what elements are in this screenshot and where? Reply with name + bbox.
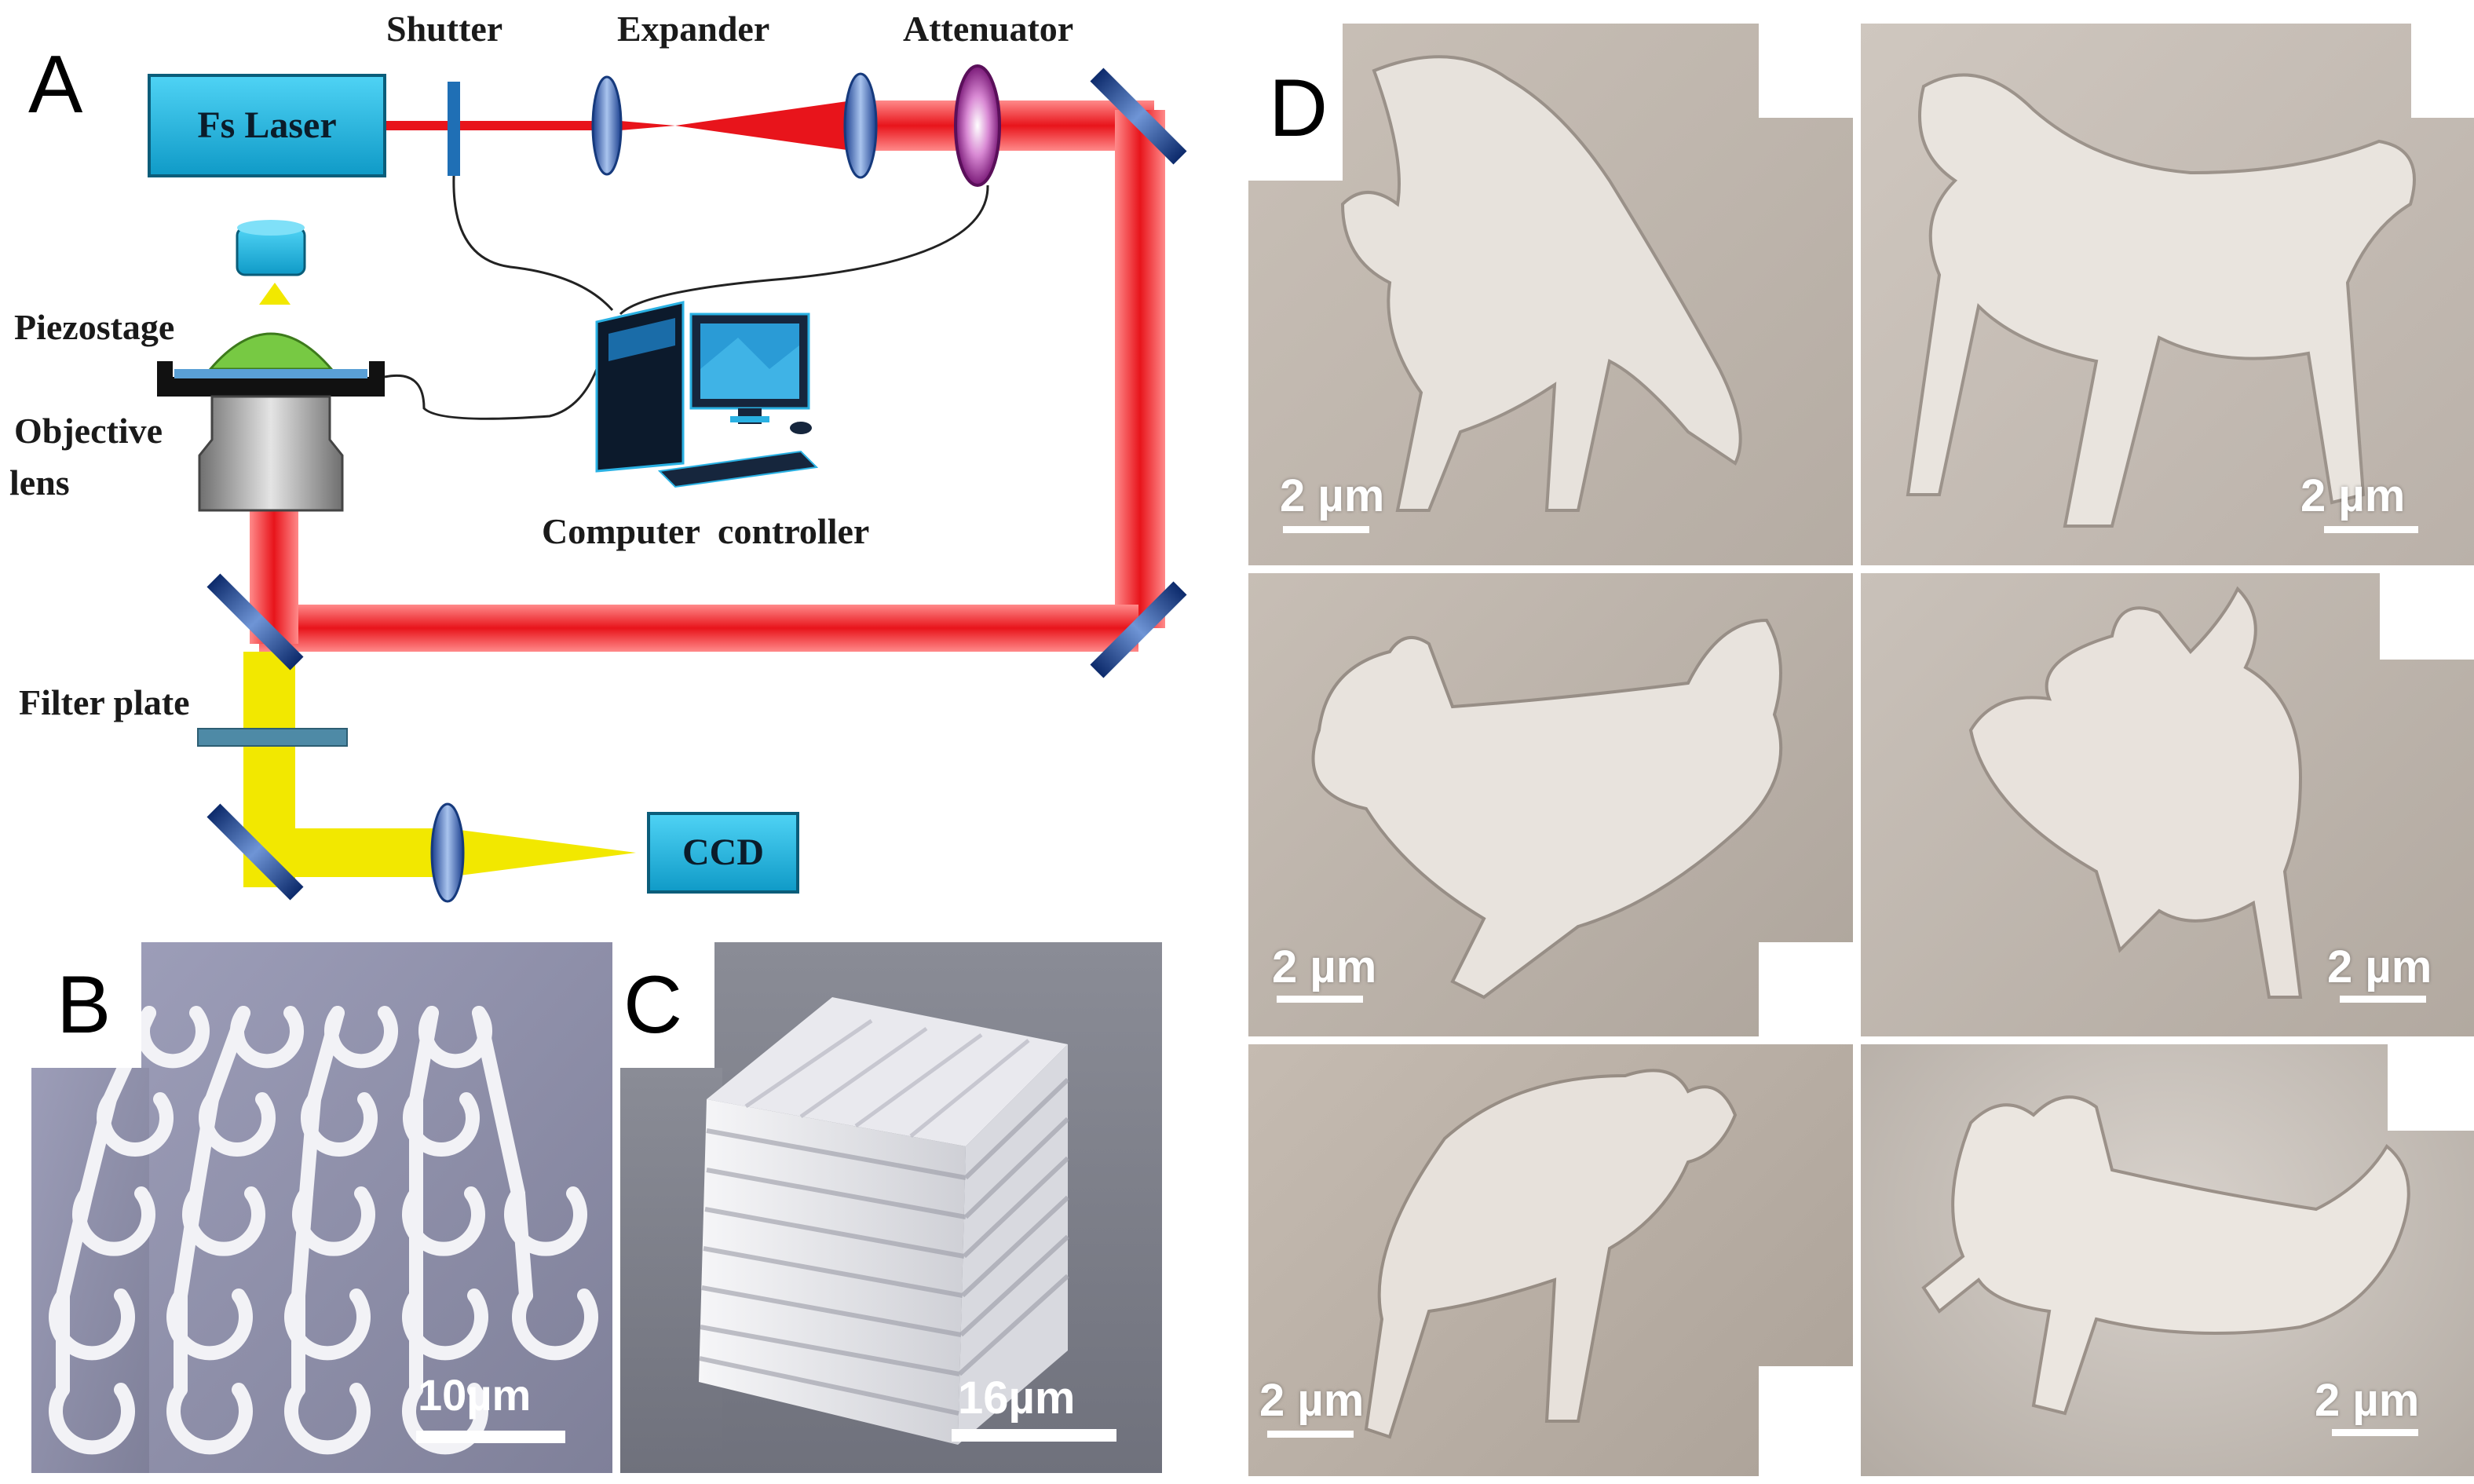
bull-figure-5 — [1364, 1069, 1738, 1439]
panel-letter-a: A — [28, 39, 83, 130]
panel-b: 10µm B — [31, 942, 612, 1473]
panel-letter-c: C — [623, 959, 683, 1051]
corner-mask-4 — [2380, 573, 2474, 660]
scale-label-d6: 2 µm — [2315, 1375, 2420, 1426]
collimating-lens — [843, 72, 878, 179]
mirror-top-right — [1090, 68, 1187, 165]
cable-attenuator — [619, 185, 989, 316]
imaging-beam-focus — [448, 828, 636, 877]
sem-bull-5: 2 µm — [1248, 1044, 1853, 1476]
scale-label-d1: 2 µm — [1280, 470, 1385, 521]
scale-label-c: 16µm — [958, 1373, 1076, 1424]
fs-laser-box — [148, 74, 386, 177]
sem-bull-4: 2 µm — [1861, 573, 2474, 1036]
panel-d: 2 µm 2 µm 2 µm 2 µm 2 µm — [1241, 24, 2474, 1476]
shutter-label: Shutter — [386, 9, 503, 49]
fs-laser-label: Fs Laser — [197, 104, 337, 146]
laser-beam-2 — [864, 101, 1154, 151]
corner-mask-3 — [1759, 942, 1853, 1036]
cube-top — [707, 997, 1068, 1146]
stage-plate — [174, 369, 367, 378]
sem-bull-6: 2 µm — [1861, 1044, 2474, 1476]
objective-lens — [198, 395, 344, 512]
scale-bar-d4 — [2340, 996, 2426, 1003]
scale-bar-d2 — [2324, 526, 2418, 533]
laser-beam-4 — [259, 605, 1138, 652]
expander-lens — [591, 75, 623, 176]
panel-letter-b: B — [57, 959, 111, 1051]
bull-figure-2 — [1906, 73, 2416, 528]
scale-bar-c — [952, 1429, 1116, 1442]
filter-plate-label: Filter plate — [19, 682, 190, 722]
computer-controller-label: Computer controller — [542, 511, 870, 551]
attenuator — [954, 64, 1001, 187]
scale-bar-d3 — [1277, 996, 1363, 1003]
ccd-label: CCD — [682, 832, 764, 873]
woodpile-cube-sem: 16µm — [620, 942, 1162, 1473]
panel-letter-d: D — [1269, 63, 1328, 154]
cable-stage — [384, 368, 598, 420]
laser-beam-3 — [1115, 110, 1165, 628]
corner-mask-1 — [1759, 24, 1853, 118]
ccd-box — [647, 812, 799, 894]
mirror-bottom-right — [1090, 581, 1187, 678]
woodpile-lattice-sem: 10µm — [31, 942, 612, 1473]
sem-bull-3: 2 µm — [1248, 573, 1853, 1036]
mirror-bottom-left — [206, 803, 304, 901]
attenuator-label: Attenuator — [903, 9, 1074, 49]
sem-bull-2: 2 µm — [1861, 24, 2474, 565]
expander-label: Expander — [617, 9, 770, 49]
cable-shutter — [452, 175, 614, 311]
bull-figure-3 — [1311, 618, 1783, 1000]
panel-letter-bg-d — [1248, 24, 1343, 181]
mirror-dichroic — [206, 573, 304, 671]
piezostage-label: Piezostage — [14, 307, 175, 347]
scale-label-d2: 2 µm — [2300, 470, 2406, 521]
laser-beam-expanding — [620, 99, 864, 152]
scale-bar-d1 — [1283, 526, 1369, 533]
sample-dome — [207, 332, 334, 371]
scale-bar-b — [416, 1431, 565, 1443]
corner-mask-5 — [1759, 1366, 1853, 1476]
panel-letter-bg-b — [31, 942, 141, 1068]
panel-a: A Fs Laser Shutter Expander Attenuator P… — [0, 0, 1225, 927]
shutter — [448, 82, 460, 176]
piezostage — [157, 361, 385, 397]
corner-mask-6 — [2388, 1044, 2474, 1131]
objective-label-line1: Objective — [14, 411, 163, 451]
objective-label-line2: lens — [9, 462, 70, 503]
laser-beam-1 — [385, 121, 620, 130]
bull-figure-4 — [1968, 586, 2303, 999]
scale-label-d3: 2 µm — [1272, 941, 1377, 992]
scale-label-d5: 2 µm — [1259, 1375, 1365, 1426]
computer-controller — [595, 301, 819, 488]
scale-label-d4: 2 µm — [2327, 941, 2432, 992]
scale-bar-d5 — [1267, 1431, 1354, 1438]
panel-c: 16µm C — [620, 942, 1162, 1473]
ccd-lens — [430, 802, 465, 903]
filter-plate — [197, 728, 348, 747]
bull-figure-6 — [1921, 1095, 2410, 1416]
scale-bar-d6 — [2332, 1429, 2418, 1436]
bull-figure-1 — [1340, 55, 1742, 512]
scale-label-b: 10µm — [418, 1370, 531, 1420]
camera-top — [237, 220, 305, 236]
camera-light-cone — [259, 283, 291, 305]
corner-mask-2 — [2411, 24, 2474, 118]
optical-setup-diagram — [148, 64, 1187, 903]
sem-bull-1: 2 µm — [1248, 24, 1853, 565]
panel-letter-bg-c — [620, 942, 714, 1068]
